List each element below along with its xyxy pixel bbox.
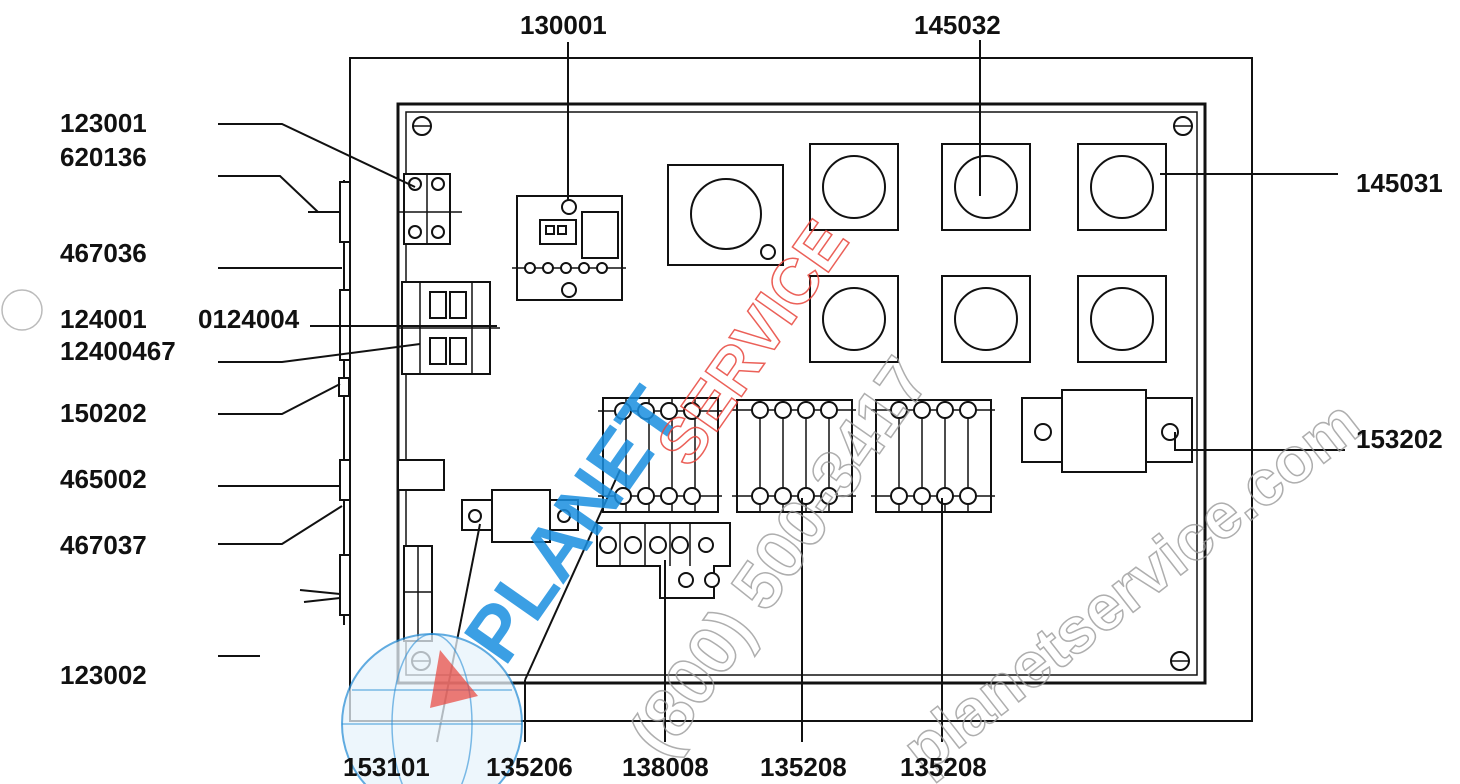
label-12400467: 12400467: [60, 336, 176, 366]
scan-mark: [1, 289, 43, 331]
terminal-rail-left: [403, 545, 433, 642]
fuse-block-135208-b: [871, 399, 995, 513]
label-135206: 135206: [486, 752, 573, 782]
part-labels: 130001 145032 123001 620136 145031 46703…: [60, 10, 1443, 782]
label-138008: 138008: [622, 752, 709, 782]
label-145032: 145032: [914, 10, 1001, 40]
terminal-block-123001: [398, 173, 462, 245]
label-153101: 153101: [343, 752, 430, 782]
label-135208-a: 135208: [760, 752, 847, 782]
label-467037: 467037: [60, 530, 147, 560]
label-135208-b: 135208: [900, 752, 987, 782]
label-153202: 153202: [1356, 424, 1443, 454]
label-150202: 150202: [60, 398, 147, 428]
fuse-block-135208-a: [732, 399, 856, 513]
label-145031: 145031: [1356, 168, 1443, 198]
label-130001: 130001: [520, 10, 607, 40]
label-467036: 467036: [60, 238, 147, 268]
globe-icon: [341, 633, 523, 784]
breaker-block-124001: [398, 281, 500, 375]
fuse-block-135206: [598, 397, 722, 513]
label-465002: 465002: [60, 464, 147, 494]
label-620136: 620136: [60, 142, 147, 172]
small-block: [397, 459, 445, 491]
label-0124004: 0124004: [198, 304, 300, 334]
label-124001: 124001: [60, 304, 147, 334]
component-153101: [461, 489, 579, 543]
terminal-strip-138008: [596, 522, 731, 599]
leader-lines: [218, 40, 1345, 743]
transformer-153202: [1021, 389, 1193, 473]
label-123001: 123001: [60, 108, 147, 138]
large-capacitor: [667, 164, 784, 266]
side-wall-fittings: [299, 180, 351, 625]
label-123002: 123002: [60, 660, 147, 690]
contactor-130001: [512, 195, 626, 301]
capacitor-array: [809, 143, 1167, 363]
